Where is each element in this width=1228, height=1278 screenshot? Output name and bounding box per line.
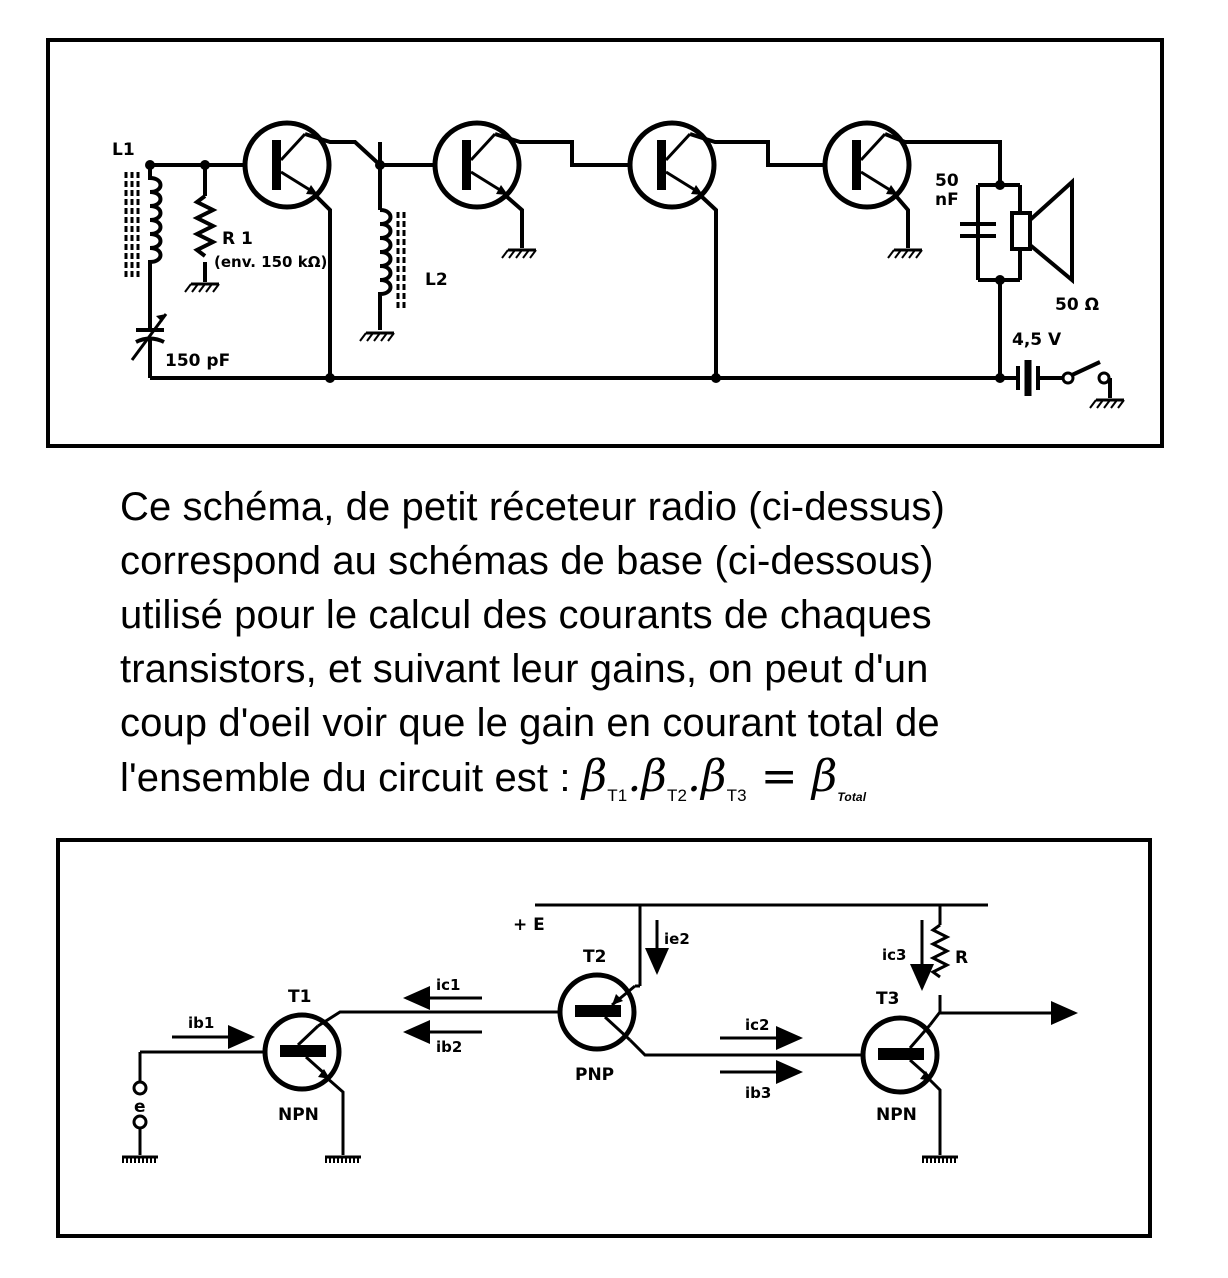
description-text: Ce schéma, de petit réceteur radio (ci-d… — [120, 480, 1140, 824]
label-battery: 4,5 V — [1012, 330, 1062, 350]
bottom-schematic-frame — [56, 838, 1152, 1238]
coil-l2 — [358, 142, 406, 343]
coil-l1 — [124, 165, 163, 290]
label-cap-nf: nF — [935, 190, 959, 210]
transistor-t1 — [262, 1010, 600, 1160]
battery-switch — [150, 360, 1126, 410]
description-line: Ce schéma, de petit réceteur radio (ci-d… — [120, 485, 945, 529]
top-schematic-frame — [46, 38, 1164, 448]
variable-capacitor — [130, 290, 168, 378]
description-line: l'ensemble du circuit est : — [120, 756, 582, 800]
label-t1: T1 — [288, 987, 311, 1007]
transistor-t3 — [860, 1011, 958, 1160]
label-ib3: ib3 — [745, 1084, 771, 1102]
transistor-3 — [627, 120, 835, 378]
transistor-2 — [432, 120, 640, 260]
junction-dots — [145, 160, 1005, 383]
transistor-4 — [822, 120, 1002, 260]
description-last-line: l'ensemble du circuit est : βT1.βT2.βT3 … — [120, 750, 1140, 824]
label-t1-type: NPN — [278, 1105, 319, 1125]
description-line: utilisé pour le calcul des courants de c… — [120, 593, 932, 637]
label-cap-50: 50 — [935, 171, 959, 191]
transistor-1 — [242, 120, 382, 378]
label-r1: R 1 — [222, 229, 253, 249]
label-ie2: ie2 — [664, 930, 690, 948]
description-line: coup d'oeil voir que le gain en courant … — [120, 701, 940, 745]
label-l2: L2 — [425, 270, 448, 290]
label-cap-150pf: 150 pF — [165, 351, 230, 371]
label-speaker: 50 Ω — [1055, 295, 1099, 315]
label-ic1: ic1 — [436, 976, 460, 994]
bottom-schematic: + E e ib1 T1 NPN ic1 ib2 T2 — [0, 903, 1078, 1258]
label-t3-type: NPN — [876, 1105, 917, 1125]
label-r1-value: (env. 150 kΩ) — [214, 253, 327, 271]
gain-formula: βT1.βT2.βT3 = βTotal — [581, 751, 867, 805]
label-ib1: ib1 — [188, 1014, 214, 1032]
transistor-t2 — [557, 905, 900, 1057]
top-schematic: L1 150 pF R 1 (env. 150 kΩ) — [112, 120, 1126, 410]
label-t2: T2 — [583, 947, 606, 967]
label-input-e: e — [134, 1097, 146, 1117]
description-line: transistors, et suivant leur gains, on p… — [120, 647, 929, 691]
label-supply: + E — [513, 915, 545, 935]
description-line: correspond au schémas de base (ci-dessou… — [120, 539, 934, 583]
label-r: R — [955, 948, 968, 968]
input-terminals — [122, 1050, 268, 1160]
label-t3: T3 — [876, 989, 899, 1009]
resistor-r — [929, 905, 951, 1012]
label-t2-type: PNP — [575, 1065, 614, 1085]
label-ic3: ic3 — [882, 946, 906, 964]
label-ic2: ic2 — [745, 1016, 769, 1034]
label-l1: L1 — [112, 140, 135, 160]
label-ib2: ib2 — [436, 1038, 462, 1056]
